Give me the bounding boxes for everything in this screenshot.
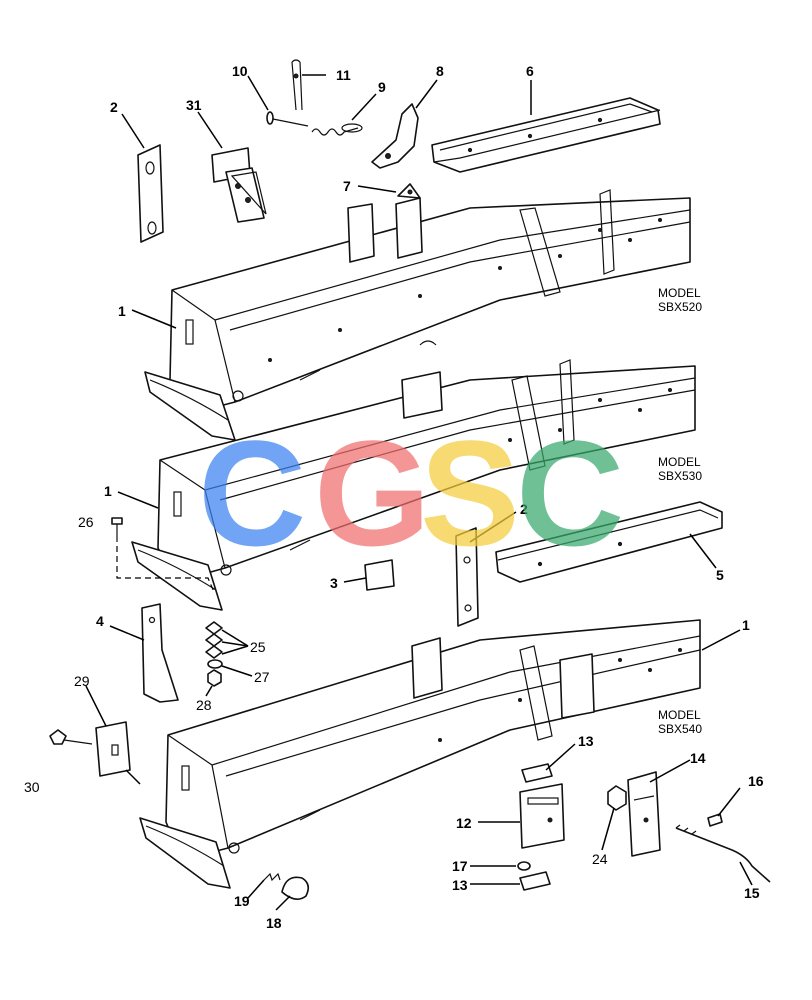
part-dashed-ref (116, 546, 215, 593)
part-washer-27 (207, 659, 223, 669)
part-spring-9 (311, 123, 363, 136)
callout-2-mid: 2 (520, 501, 528, 517)
model-sbx530-line1: MODEL (658, 455, 701, 469)
part-bushing-17 (517, 861, 531, 871)
part-bolt-26 (111, 517, 123, 542)
part-bolt-30 (49, 729, 93, 745)
part-clip-11 (291, 59, 303, 111)
callout-5: 5 (716, 567, 724, 583)
callout-12: 12 (456, 815, 472, 831)
callout-17: 17 (452, 858, 468, 874)
callout-6: 6 (526, 63, 534, 79)
callout-28: 28 (196, 697, 212, 713)
part-bracket-14 (627, 771, 661, 857)
part-latch-8 (371, 103, 419, 169)
callout-25: 25 (250, 639, 266, 655)
part-nut-24 (607, 785, 627, 811)
watermark-letter-g: G (314, 409, 431, 577)
part-handle-15 (675, 824, 771, 883)
part-clip-13-bottom (519, 871, 551, 891)
callout-7: 7 (343, 178, 351, 194)
callout-15: 15 (744, 885, 760, 901)
callout-1-sbx530: 1 (104, 483, 112, 499)
part-clip-13-top (521, 763, 553, 783)
part-channel-6 (431, 97, 661, 173)
model-labels: MODEL SBX520 MODEL SBX530 MODEL SBX540 (658, 286, 702, 736)
watermark-letter-c1: C (198, 409, 306, 577)
watermark-cgsc: C G S C (198, 409, 624, 577)
part-gusset-7 (397, 183, 421, 199)
part-plate-12 (519, 783, 565, 849)
frame-sbx530 (131, 359, 696, 611)
callout-18: 18 (266, 915, 282, 931)
callout-3: 3 (330, 575, 338, 591)
callout-11: 11 (336, 67, 351, 83)
model-sbx520-line2: SBX520 (658, 300, 702, 314)
callout-1-sbx520: 1 (118, 303, 126, 319)
part-bracket-2-top (137, 144, 164, 243)
callout-13-top: 13 (578, 733, 594, 749)
model-sbx540-line2: SBX540 (658, 722, 702, 736)
callout-14: 14 (690, 750, 706, 766)
part-bracket-4 (141, 603, 179, 703)
part-spring-19 (263, 872, 281, 882)
part-plate-31 (211, 147, 267, 223)
watermark-letter-s: S (420, 409, 520, 577)
model-sbx520-line1: MODEL (658, 286, 701, 300)
callout-16: 16 (748, 773, 764, 789)
frame-sbx540 (139, 619, 701, 889)
callout-13-bottom: 13 (452, 877, 468, 893)
part-washers-25 (205, 621, 223, 659)
part-knob-18 (281, 876, 310, 900)
callout-31: 31 (186, 97, 202, 113)
callout-labels: 10 11 9 8 6 2 31 7 1 1 26 2 5 3 4 25 27 … (24, 63, 764, 931)
callout-2-top: 2 (110, 99, 118, 115)
leader-lines (85, 74, 753, 911)
callout-9: 9 (378, 79, 386, 95)
callout-24: 24 (592, 851, 608, 867)
callout-30: 30 (24, 779, 40, 795)
frame-sbx520 (144, 189, 691, 441)
callout-10: 10 (232, 63, 248, 79)
part-pin-16 (707, 813, 723, 827)
callout-19: 19 (234, 893, 250, 909)
callout-29: 29 (74, 673, 90, 689)
callout-8: 8 (436, 63, 444, 79)
callout-27: 27 (254, 669, 270, 685)
callout-26: 26 (78, 514, 94, 530)
callout-4: 4 (96, 613, 104, 629)
part-plate-3 (364, 559, 395, 591)
part-plate-29 (95, 721, 131, 777)
part-nut-28 (207, 669, 222, 687)
part-pin-10 (266, 111, 309, 127)
part-bracket-2-mid (455, 527, 479, 627)
model-sbx530-line2: SBX530 (658, 469, 702, 483)
part-channel-5 (495, 501, 723, 583)
model-sbx540-line1: MODEL (658, 708, 701, 722)
callout-1-sbx540: 1 (742, 617, 750, 633)
watermark-letter-c2: C (516, 409, 624, 577)
